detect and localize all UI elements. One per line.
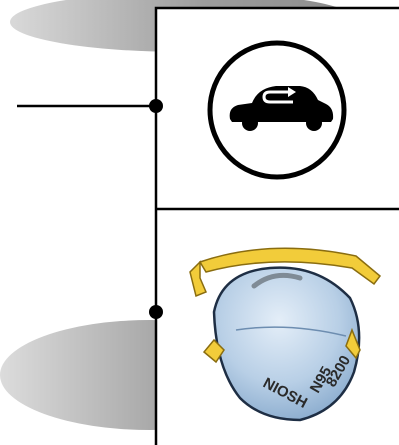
junction-dot-top [149,99,163,113]
car-air-recirculation-icon [207,40,347,180]
n95-respirator-mask-icon: NIOSH N95 8200 [189,247,382,422]
junction-dot-bottom [149,305,163,319]
